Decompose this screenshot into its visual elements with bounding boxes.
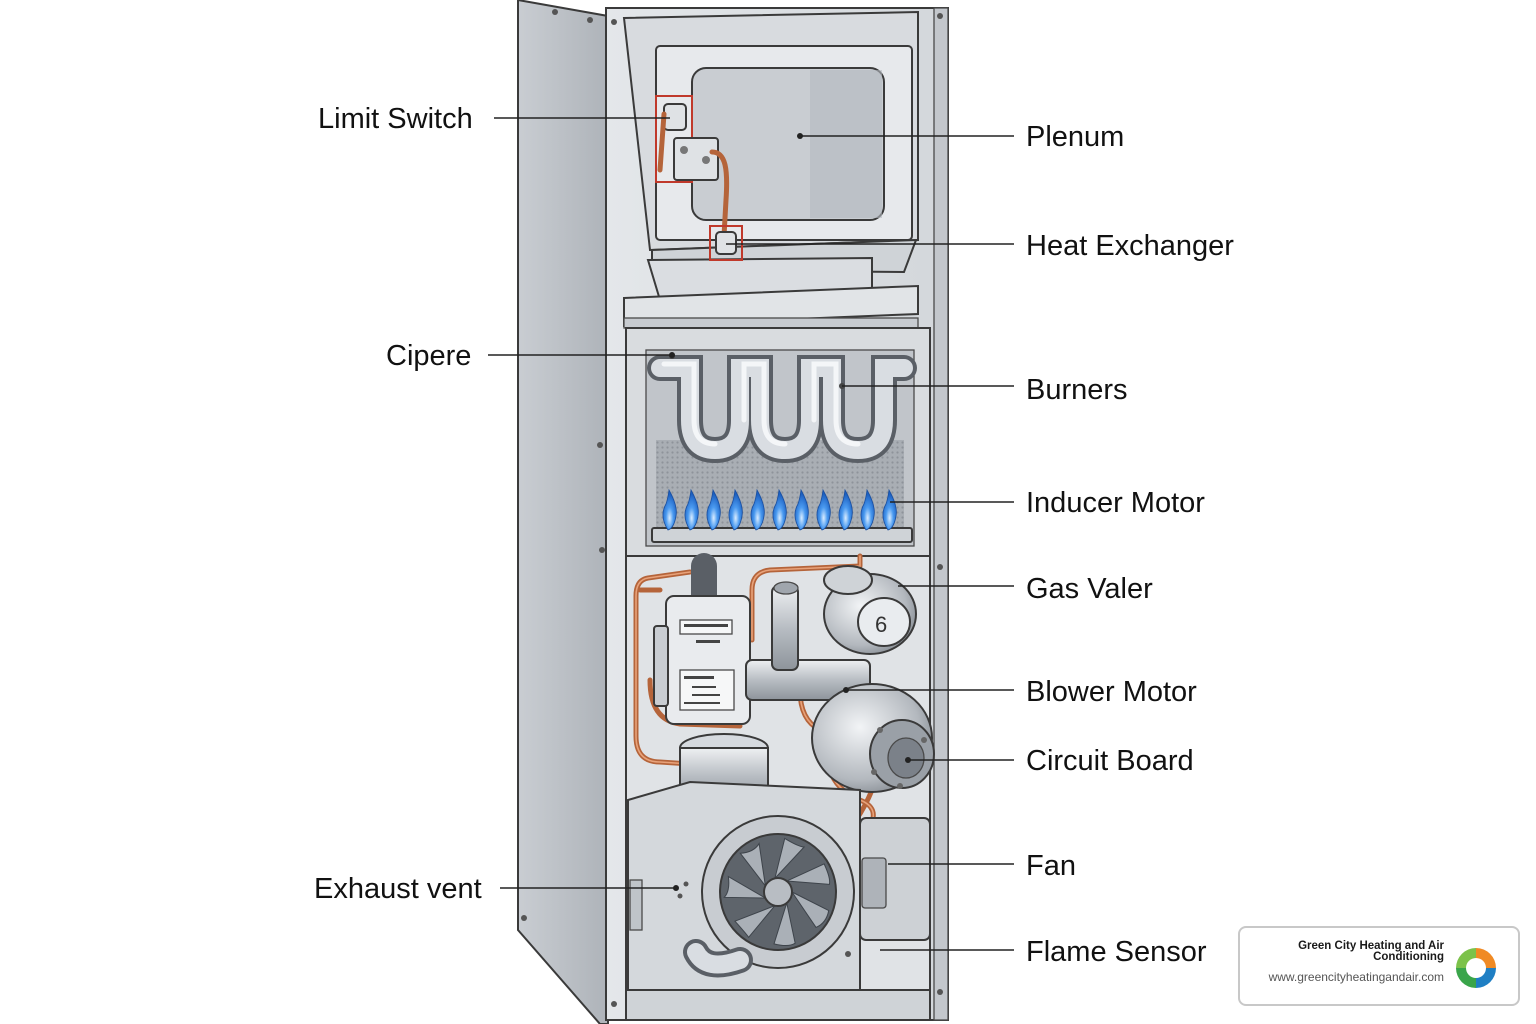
label-limit-switch: Limit Switch — [318, 103, 473, 135]
leader-lines — [488, 117, 1014, 951]
burner-flame — [662, 488, 677, 531]
front-frame-screws — [611, 13, 943, 1007]
upper-shelf-lip — [623, 317, 919, 329]
label-gas-valer: Gas Valer — [1026, 573, 1153, 605]
burner-flame — [728, 488, 743, 531]
burner-manifold — [651, 527, 913, 543]
fan-blade — [784, 863, 831, 885]
cabinet-side-panel — [517, 0, 609, 1024]
fan-blade — [773, 900, 796, 947]
label-inducer-motor: Inducer Motor — [1026, 487, 1205, 519]
burner-flame — [750, 488, 765, 531]
plenum-inner-shade — [810, 70, 882, 218]
label-fan: Fan — [1026, 850, 1076, 882]
label-plenum: Plenum — [1026, 121, 1124, 153]
label-heat-exchanger: Heat Exchanger — [1026, 230, 1234, 262]
swirl-logo-icon — [1456, 948, 1496, 988]
burner-flame — [684, 488, 699, 531]
blower-housing-door — [859, 817, 931, 941]
side-panel-screws — [521, 9, 605, 921]
heat-exchanger-tubes — [647, 355, 917, 464]
limit-switch-body — [663, 103, 687, 131]
burner-flame — [794, 488, 809, 531]
fan-blade — [723, 875, 768, 899]
fan-blades — [723, 837, 831, 947]
limit-switch-wire — [657, 111, 730, 239]
burner-flame — [860, 488, 875, 531]
cabinet-right-edge — [933, 7, 949, 1021]
burner-flame — [816, 488, 831, 531]
upper-shelf — [623, 284, 919, 328]
label-burners: Burners — [1026, 374, 1128, 406]
limit-switch-bracket — [673, 137, 719, 181]
label-exhaust-vent: Exhaust vent — [314, 873, 482, 905]
burner-flame — [882, 488, 897, 531]
fan-blade — [739, 842, 767, 888]
company-name: Green City Heating and Air Conditioning — [1298, 940, 1444, 963]
burner-flames — [662, 488, 897, 531]
bottom-tray — [625, 989, 931, 1021]
fan-blade — [773, 837, 806, 881]
burner-flame — [838, 488, 853, 531]
fan-blade — [734, 904, 777, 939]
heat-exchanger-sensor-box — [709, 225, 743, 261]
label-blower-motor: Blower Motor — [1026, 676, 1197, 708]
company-badge[interactable]: Green City Heating and Air Conditioning … — [1238, 926, 1520, 1006]
svg-text:6: 6 — [875, 612, 887, 637]
gas-valve-side — [653, 625, 669, 707]
burner-flame — [706, 488, 721, 531]
heat-exchanger-sensor — [715, 231, 737, 255]
company-url[interactable]: www.greencityheatingandair.com — [1268, 970, 1444, 984]
label-circuit-board: Circuit Board — [1026, 745, 1194, 777]
label-flame-sensor: Flame Sensor — [1026, 936, 1207, 968]
label-cipere: Cipere — [386, 340, 471, 372]
burner-flame — [772, 488, 787, 531]
fan-blade — [790, 890, 830, 929]
